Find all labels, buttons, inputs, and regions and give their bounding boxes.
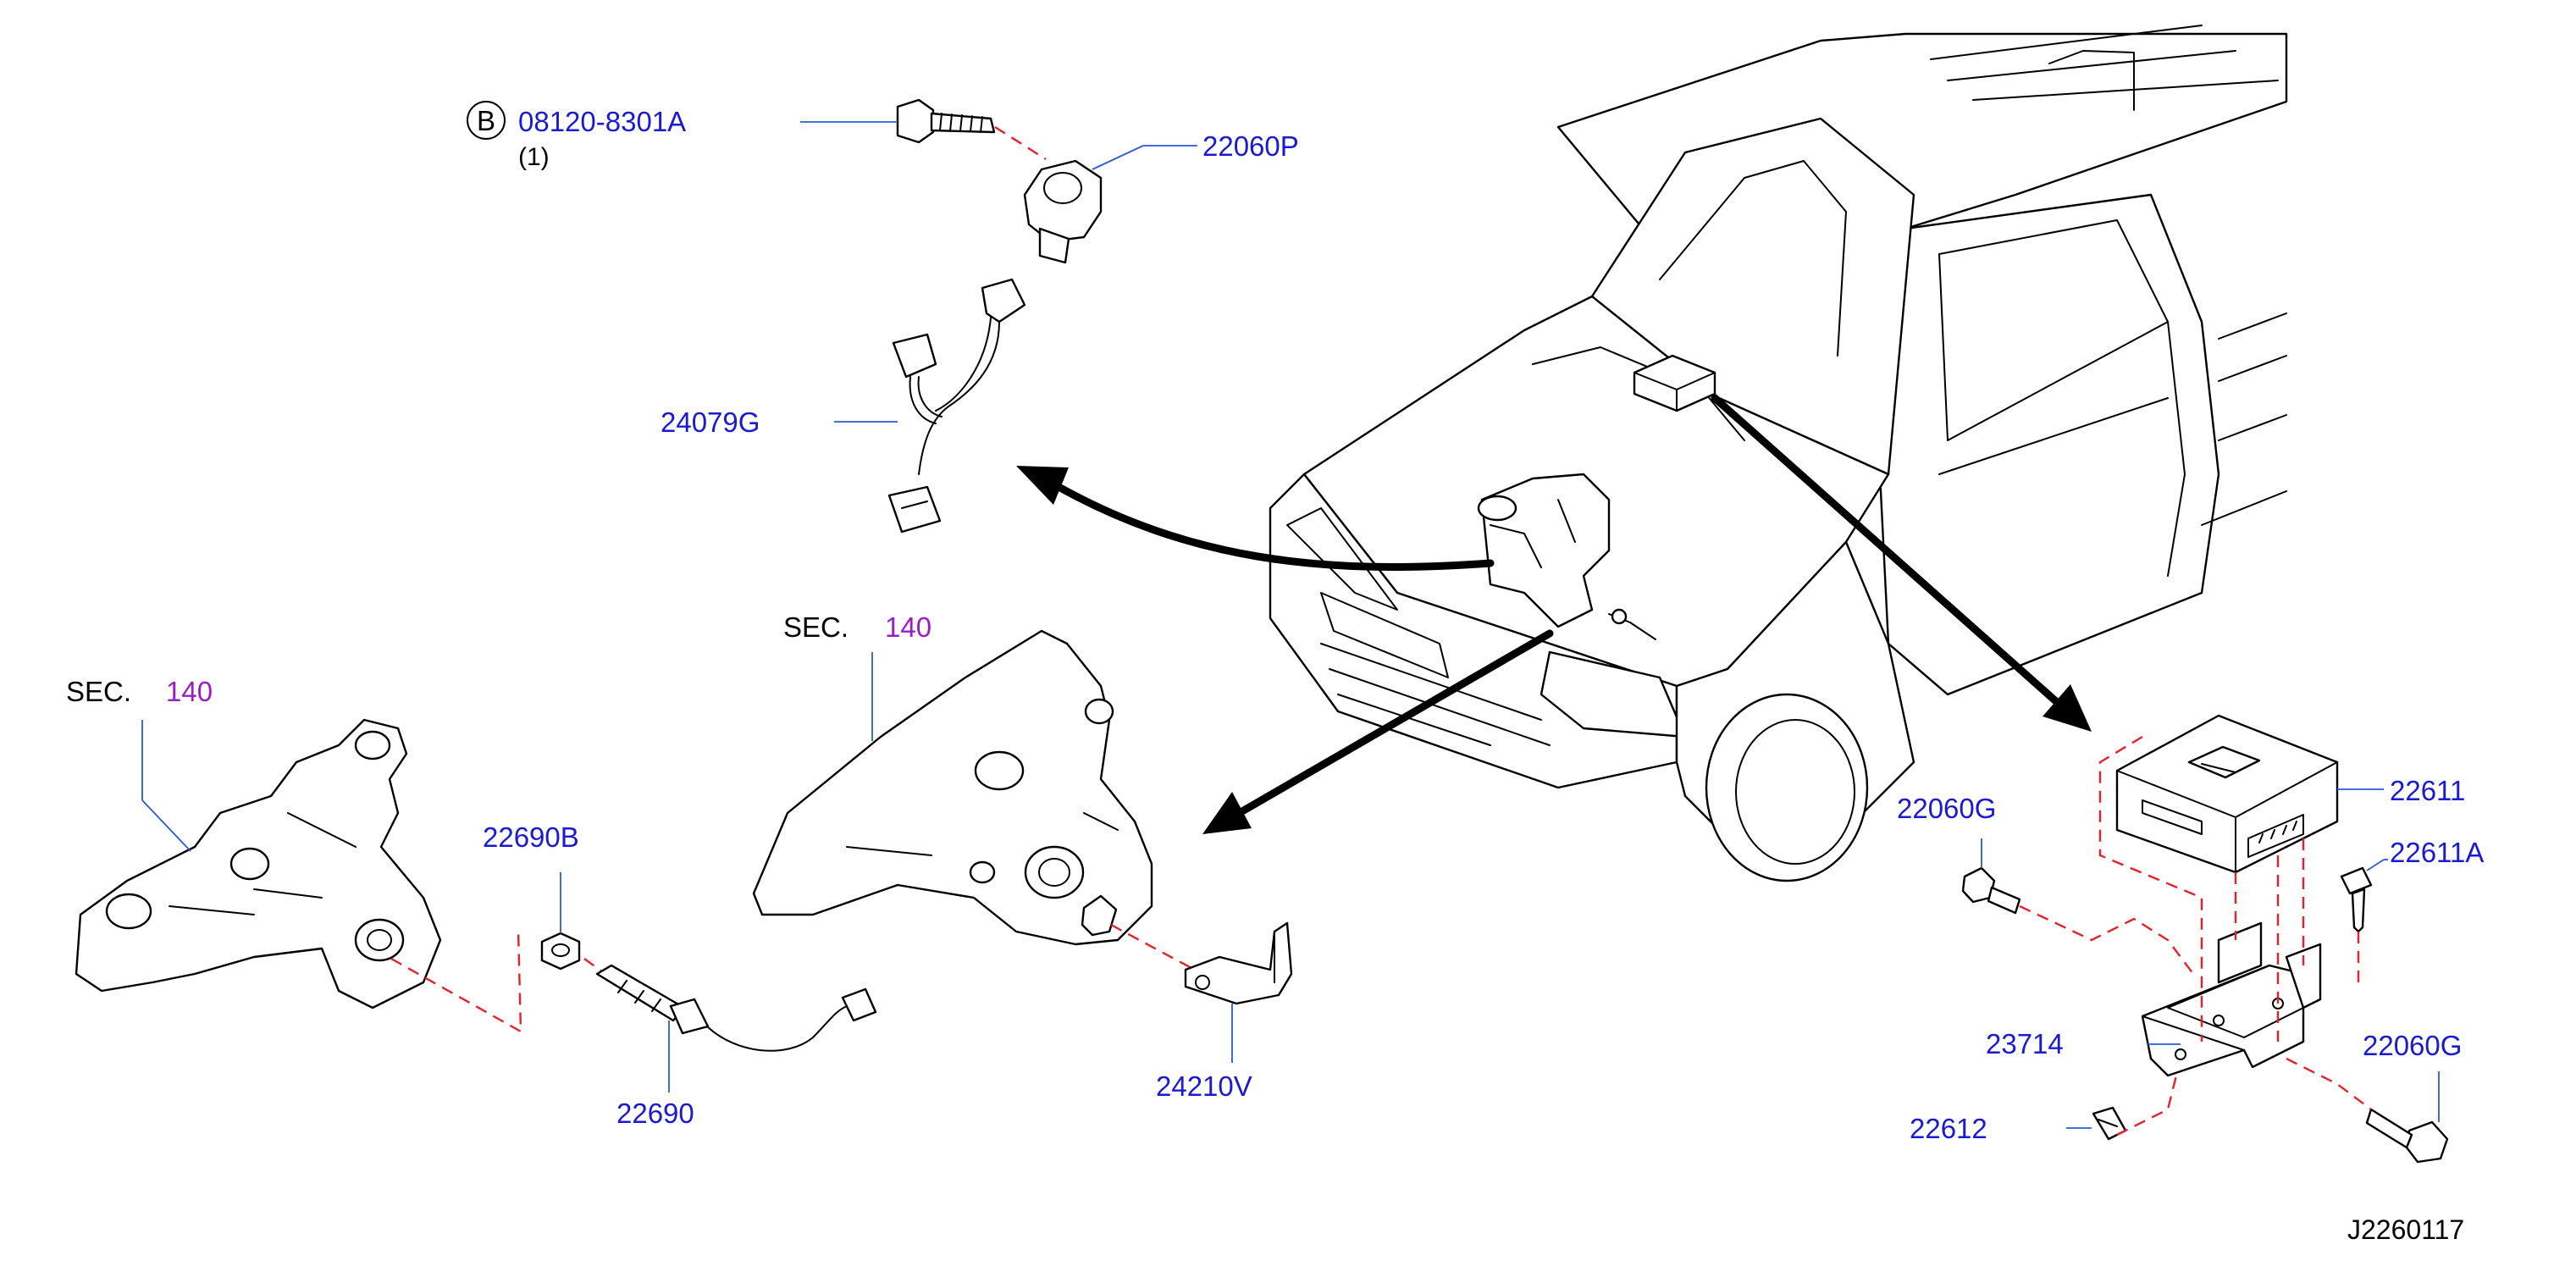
- vehicle-outline: [1269, 25, 2288, 882]
- leader-lines: [141, 121, 2440, 1129]
- ecm-bracket-part-number[interactable]: 23714: [1986, 1028, 2064, 1059]
- diagram-id: J2260117: [2347, 1214, 2464, 1245]
- nut-part: [540, 932, 581, 971]
- ecm-bracket-part: [2141, 921, 2322, 1077]
- screw-22611a-part: [2340, 866, 2373, 933]
- ecm-dashed-guides: [2019, 735, 2372, 1137]
- ecm-bolt-right-part-number[interactable]: 22060G: [2363, 1030, 2462, 1061]
- arrow-to-harness: [1050, 480, 1495, 572]
- nut-part-number[interactable]: 22690B: [483, 821, 579, 853]
- clip-22612-part: [2092, 1106, 2127, 1141]
- section-label-left: SEC.: [66, 676, 131, 707]
- bolt-part-number[interactable]: 08120-8301A: [518, 106, 686, 137]
- section-number-left[interactable]: 140: [166, 676, 213, 707]
- bracket-24210v-part-number[interactable]: 24210V: [1156, 1070, 1252, 1102]
- bolt-22060g-right-part: [2365, 1108, 2449, 1164]
- bolt-22060g-left-part: [1961, 866, 2021, 915]
- ecm-part-number[interactable]: 22611: [2390, 775, 2465, 806]
- bracket-24210v-part: [1184, 921, 1293, 1005]
- bolt-part: [896, 98, 996, 144]
- bolt-circle-marker: [467, 101, 506, 140]
- oxygen-sensor-part-number[interactable]: 22690: [616, 1098, 694, 1129]
- ecm-screw-part-number[interactable]: 22611A: [2390, 837, 2484, 868]
- callout-labels: B 08120-8301A (1) 22060P 24079G SEC. 140…: [66, 101, 2484, 1245]
- oxygen-sensor-part: [595, 964, 877, 1052]
- ecm-part: [2115, 714, 2339, 874]
- exhaust-manifold-center: [752, 629, 1153, 946]
- knock-sensor-part-number[interactable]: 22060P: [1202, 130, 1299, 162]
- clip-part-number[interactable]: 22612: [1910, 1113, 1987, 1144]
- section-label-center: SEC.: [783, 611, 849, 643]
- sub-harness-part-number[interactable]: 24079G: [661, 407, 760, 438]
- bolt-quantity: (1): [518, 143, 550, 171]
- knock-sensor-part: [1023, 159, 1103, 264]
- section-number-center[interactable]: 140: [885, 611, 931, 643]
- exhaust-manifold-left: [75, 718, 442, 1009]
- arrow-to-manifold: [1232, 629, 1554, 819]
- direction-arrows: [1016, 394, 2092, 834]
- bolt-circle-letter: B: [477, 105, 495, 136]
- arrow-to-ecm: [1711, 394, 2062, 707]
- sub-harness-part: [887, 278, 1026, 534]
- ecm-bolt-left-part-number[interactable]: 22060G: [1897, 793, 1996, 824]
